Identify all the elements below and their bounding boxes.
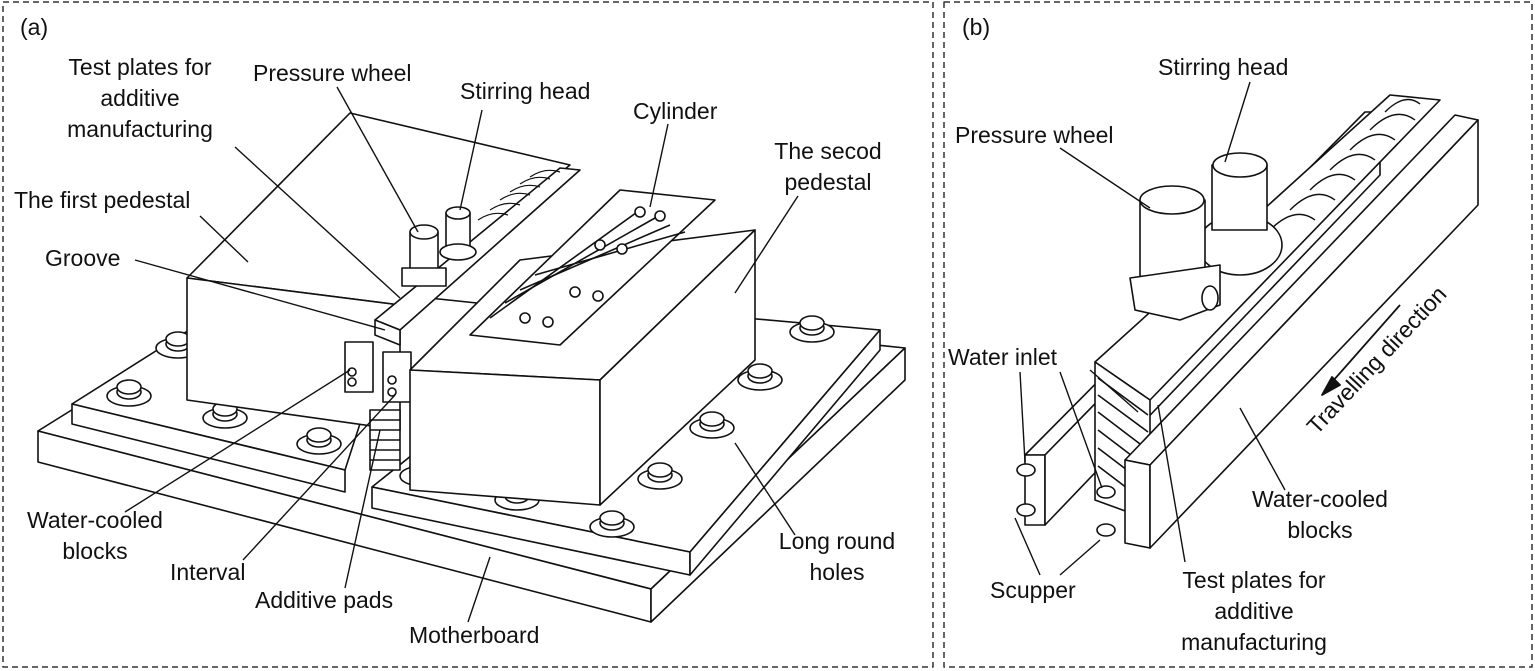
label-first-pedestal: The first pedestal xyxy=(14,187,191,213)
label-water-cooled-blocks-a: Water-cooled blocks xyxy=(15,505,175,567)
weld-ripples-b xyxy=(1269,98,1421,231)
label-test-plates-a: Test plates for additive manufacturing xyxy=(45,52,235,145)
label-line: additive xyxy=(1214,598,1294,624)
label-stirring-head-a: Stirring head xyxy=(460,78,591,104)
panel-b-apparatus xyxy=(1016,94,1479,549)
label-line: Long round xyxy=(778,528,896,554)
label-cylinder: Cylinder xyxy=(633,98,718,124)
label-line: blocks xyxy=(1287,517,1353,543)
pressure-wheel-b xyxy=(1129,185,1221,321)
pressure-wheel-a xyxy=(401,224,447,287)
bolt xyxy=(589,510,635,538)
right-water-block xyxy=(1124,114,1479,549)
label-line: manufacturing xyxy=(1181,629,1327,655)
water-cooled-blocks-a xyxy=(344,341,412,403)
label-pressure-wheel-b: Pressure wheel xyxy=(955,122,1114,148)
leader-lines-a xyxy=(124,86,799,623)
label-motherboard: Motherboard xyxy=(409,622,540,648)
bolts-panel-a xyxy=(106,315,835,538)
bolt xyxy=(789,315,835,343)
panel-b-border xyxy=(943,1,1533,668)
label-groove: Groove xyxy=(45,245,121,271)
bolt xyxy=(202,401,248,429)
leader-lines-b xyxy=(1014,81,1286,576)
panel-b-letter: (b) xyxy=(962,14,991,40)
label-line: additive xyxy=(100,85,180,111)
label-water-cooled-blocks-b: Water-cooled blocks xyxy=(1240,484,1400,546)
bolt xyxy=(296,427,342,455)
cylinders xyxy=(469,189,716,346)
label-line: Water-cooled xyxy=(27,507,163,533)
label-stirring-head-b: Stirring head xyxy=(1158,54,1289,80)
weld-ripples xyxy=(477,169,561,221)
label-water-inlet: Water inlet xyxy=(948,344,1058,370)
travel-arrow xyxy=(1321,304,1401,396)
bolt xyxy=(689,411,735,439)
test-plate-strip xyxy=(374,167,581,346)
label-pressure-wheel-a: Pressure wheel xyxy=(253,60,412,86)
additive-pads-stack xyxy=(369,409,401,471)
stirring-head-a xyxy=(439,206,477,261)
nozzles xyxy=(1016,463,1116,537)
panel-a-apparatus xyxy=(37,112,906,623)
label-line: pedestal xyxy=(784,169,872,195)
bolt xyxy=(737,363,783,391)
label-line: Water-cooled xyxy=(1252,486,1388,512)
label-interval: Interval xyxy=(170,559,246,585)
panel-a-border xyxy=(2,1,934,668)
label-test-plates-b: Test plates for additive manufacturing xyxy=(1155,565,1353,658)
label-line: holes xyxy=(809,559,865,585)
label-line: Test plates for xyxy=(1182,567,1326,593)
label-second-pedestal: The secod pedestal xyxy=(753,136,903,198)
label-scupper: Scupper xyxy=(990,577,1076,603)
label-long-round-holes: Long round holes xyxy=(757,526,917,588)
panel-a-letter: (a) xyxy=(20,14,49,40)
label-line: manufacturing xyxy=(67,116,213,142)
label-line: Test plates for xyxy=(68,54,212,80)
label-additive-pads: Additive pads xyxy=(255,587,394,613)
label-line: The secod xyxy=(774,138,882,164)
bolt xyxy=(637,462,683,490)
bolt xyxy=(106,379,152,407)
label-line: blocks xyxy=(62,538,128,564)
stirring-head-b xyxy=(1197,152,1283,276)
